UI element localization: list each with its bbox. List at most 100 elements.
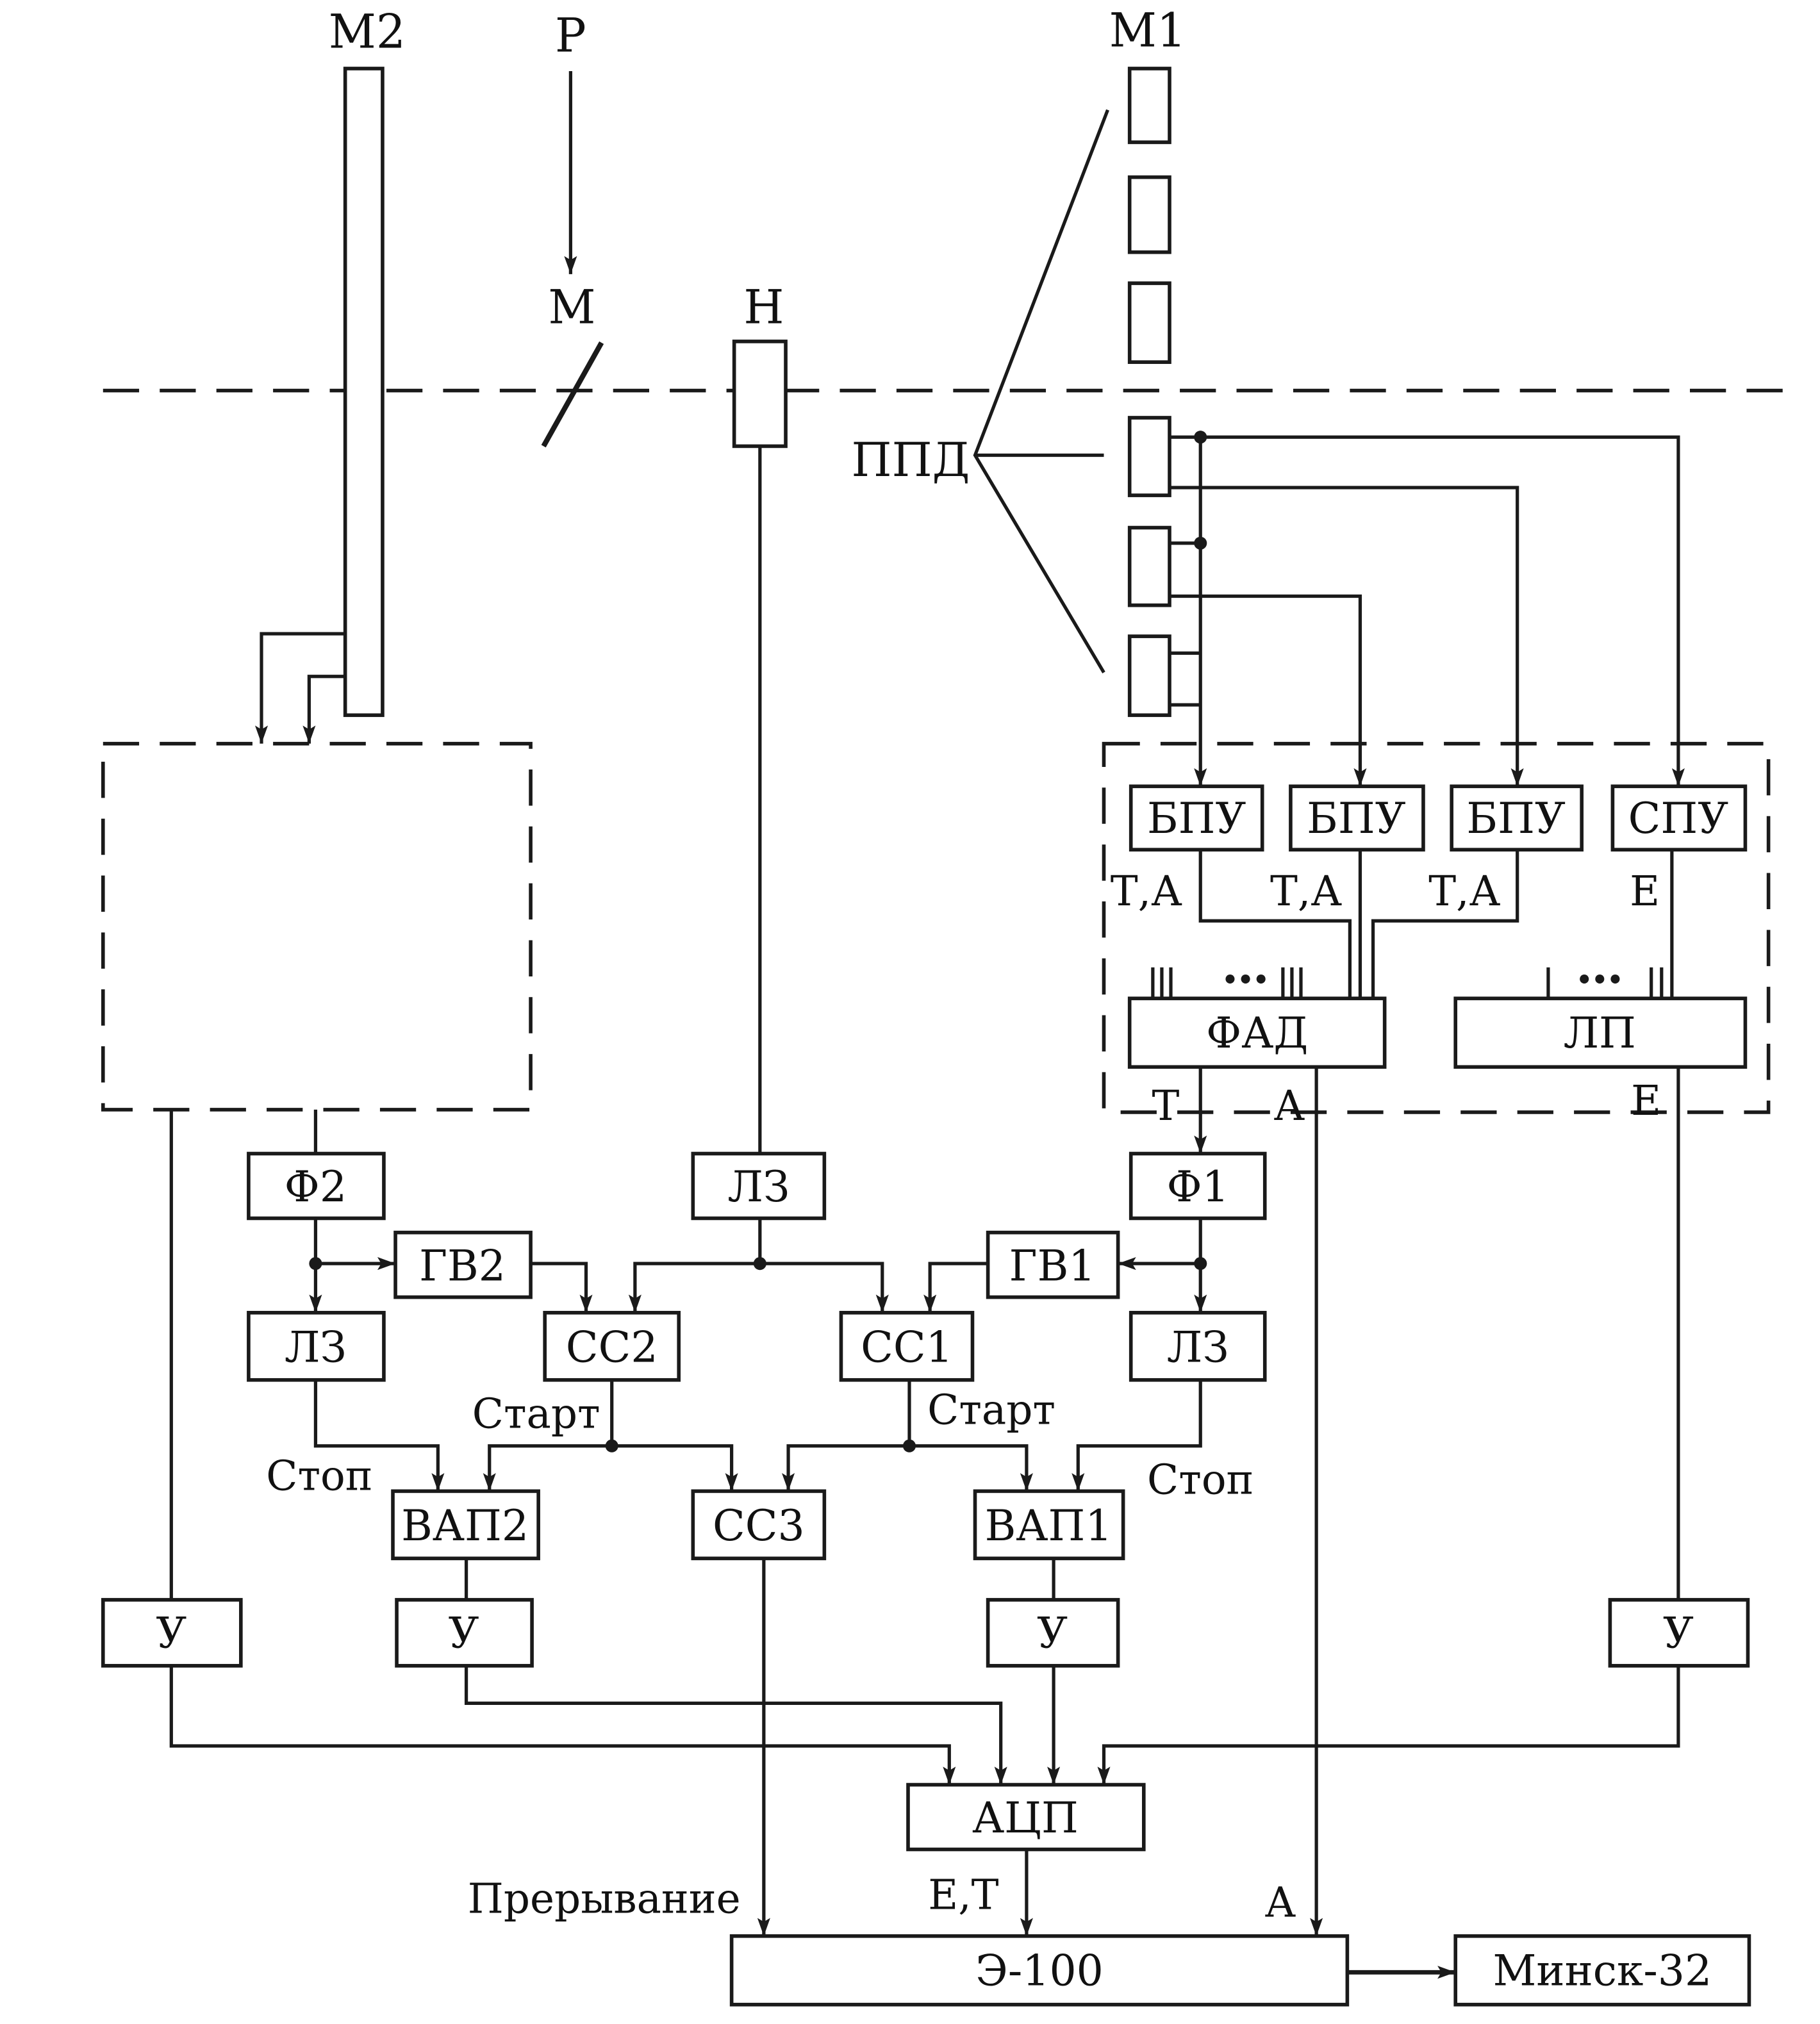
signal-label-start: Старт [927,1386,1055,1434]
signal-label-ta: Т,А [1270,868,1342,916]
block-bpu-2: БПУ [1289,784,1425,852]
block-lz-left: ЛЗ [247,1310,386,1382]
detector-m1-cell [1127,67,1171,144]
wire-ppd-to-bpu-2 [1169,594,1367,787]
input-tick [1281,967,1303,999]
block-bpu-1-label: БПУ [1147,793,1246,843]
block-vap2-label: ВАП2 [401,1501,529,1551]
signal-label-e: Е [1631,1077,1661,1125]
junction-dot [1194,1257,1207,1271]
wire-bpu-1-to-fad [1198,850,1352,999]
block-lz-left-label: ЛЗ [285,1322,347,1372]
fad-input-ticks [1151,967,1303,999]
ellipsis-dot [1580,974,1589,984]
wire-ss1-to-vap1 [909,1444,1033,1492]
wire-ppd-to-spu [1169,435,1685,787]
block-lz-right-label: ЛЗ [1167,1322,1229,1372]
signal-label-ta: Т,А [1428,868,1500,916]
signal-label-e: Е [1630,868,1660,916]
moderator-foil [541,341,604,448]
block-vap1: ВАП1 [973,1489,1125,1561]
wire-ppd-to-bpu-3 [1169,486,1524,787]
wire-ss1-to-ss3 [782,1444,909,1492]
signal-label-a: А [1264,1879,1296,1927]
ellipsis-dot [1256,974,1266,984]
block-u-4-frame [1608,1598,1750,1668]
block-ss2-frame [543,1310,681,1382]
junction-dot [1194,536,1207,550]
block-u-3-frame [986,1598,1120,1668]
detector-ppd-cell [1127,416,1171,497]
input-tick [1650,967,1664,999]
block-minsk: Минск-32 [1453,1934,1751,2007]
detector-m1 [1127,67,1171,365]
wire-lz-right-to-vap1 [1071,1379,1202,1492]
block-ss3-label: СС3 [713,1501,805,1551]
block-lz-left-frame [247,1310,386,1382]
lp-input-ticks [1546,967,1664,999]
block-lz-center-frame [691,1151,827,1221]
left-electronics-group [101,741,533,1112]
block-e100: Э-100 [729,1934,1350,2007]
block-acp-frame [906,1782,1146,1852]
block-u-4: У [1608,1598,1750,1668]
block-lp: ЛП [1453,996,1748,1069]
junction-dot [902,1439,916,1452]
block-bpu-3-frame [1450,784,1584,852]
block-vap1-frame [973,1489,1125,1561]
block-u-1: У [101,1598,243,1668]
block-gv2: ГВ2 [393,1230,533,1299]
label-h: Н [743,281,784,334]
label-moderator: М [548,281,595,334]
signal-label-a: А [1274,1082,1305,1130]
detector-m1-cell [1127,281,1171,365]
block-lz-center-label: ЛЗ [728,1162,790,1212]
block-bpu-1-frame [1129,784,1264,852]
block-lp-frame [1453,996,1748,1069]
block-ss1-label: СС1 [861,1322,953,1372]
block-ss3: СС3 [691,1489,827,1561]
wire-lz-center-to-ss1 [759,1262,889,1313]
label-m1: М1 [1109,4,1186,58]
block-e100-label: Э-100 [975,1945,1104,1995]
block-vap2: ВАП2 [391,1489,540,1561]
block-bpu-2-label: БПУ [1307,793,1405,843]
block-u-3-label: У [1037,1608,1068,1658]
block-gv1-label: ГВ1 [1009,1240,1096,1290]
label-ppd: ППД [852,434,970,488]
block-u-2: У [395,1598,534,1668]
block-u-2-label: У [449,1608,479,1658]
block-ss1: СС1 [839,1310,975,1382]
ellipsis-dot [1595,974,1605,984]
block-ss1-frame [839,1310,975,1382]
block-acp: АЦП [906,1782,1146,1852]
right-electronics-group [1102,741,1771,1114]
wire-ss2-to-ss3 [611,1444,738,1492]
block-minsk-frame [1453,1934,1751,2007]
signal-label-stop: Стоп [1147,1456,1253,1504]
block-f2: Ф2 [247,1151,386,1221]
block-fad-label: ФАД [1206,1008,1308,1058]
label-beam: Р [555,10,586,63]
block-bpu-2-frame [1289,784,1425,852]
block-fad: ФАД [1127,996,1387,1069]
wire-lz-center-to-ss2 [628,1262,760,1313]
block-vap1-label: ВАП1 [985,1501,1113,1551]
junction-dot [309,1257,322,1271]
block-ss2-label: СС2 [566,1322,658,1372]
block-lz-right: ЛЗ [1129,1310,1267,1382]
block-bpu-3-label: БПУ [1466,793,1565,843]
junction-dot [753,1257,766,1271]
wire-u-2-to-acp [464,1665,1007,1785]
wire-m2-output-1 [254,632,345,744]
block-acp-label: АЦП [972,1793,1079,1843]
block-fad-frame [1127,996,1387,1069]
ellipsis-dot [1241,974,1250,984]
detector-ppd-cell [1127,525,1171,607]
wire-gv1-to-ss1 [923,1262,988,1313]
junction-dot [605,1439,618,1452]
block-spu-frame [1610,784,1748,852]
block-ss2: СС2 [543,1310,681,1382]
block-u-3: У [986,1598,1120,1668]
